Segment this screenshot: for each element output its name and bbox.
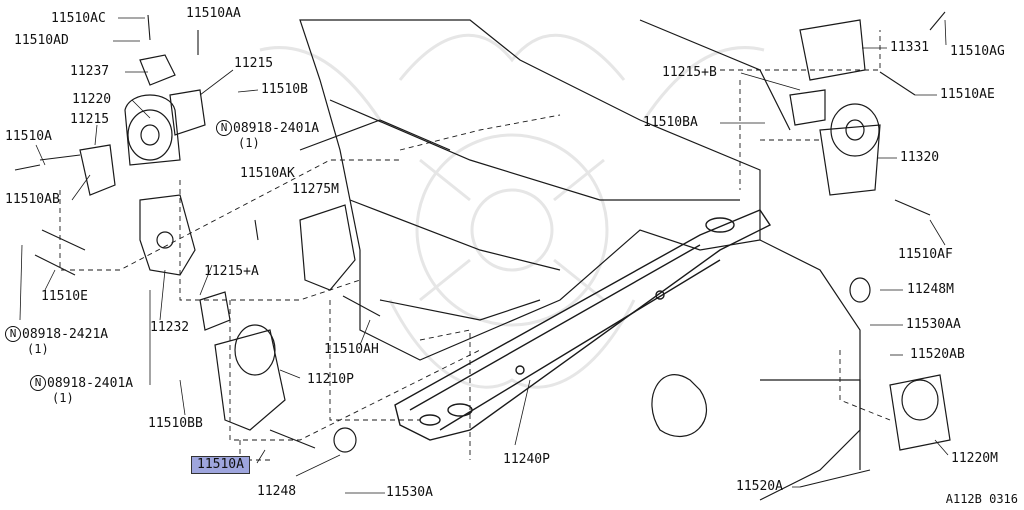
note-circle-n-icon: N bbox=[30, 375, 46, 391]
part-label-11510ba[interactable]: 11510BA bbox=[643, 115, 698, 130]
part-label-11510aa[interactable]: 11510AA bbox=[186, 6, 241, 21]
note-circle-n-icon: N bbox=[216, 120, 232, 136]
diagram-code: A112B 0316 bbox=[945, 492, 1018, 506]
part-label-11331[interactable]: 11331 bbox=[890, 40, 930, 55]
part-label-11215b[interactable]: 11215+B bbox=[662, 65, 717, 80]
part-label-11510e[interactable]: 11510E bbox=[41, 289, 88, 304]
part-label-11510ab[interactable]: 11510AB bbox=[5, 192, 60, 207]
part-label-11510bb[interactable]: 11510BB bbox=[148, 416, 203, 431]
part-label-11237[interactable]: 11237 bbox=[70, 64, 110, 79]
part-label-11240p[interactable]: 11240P bbox=[503, 452, 550, 467]
part-label-11215a[interactable]: 11215+A bbox=[204, 264, 259, 279]
note-quantity: (1) bbox=[52, 391, 74, 405]
part-label-11530aa[interactable]: 11530AA bbox=[906, 317, 961, 332]
part-label-11510b[interactable]: 11510B bbox=[261, 82, 308, 97]
part-label-11530a[interactable]: 11530A bbox=[386, 485, 433, 500]
part-label-11248m[interactable]: 11248M bbox=[907, 282, 954, 297]
part-label-11275m[interactable]: 11275M bbox=[292, 182, 339, 197]
engine-outline bbox=[299, 19, 861, 501]
note-circle-n-icon: N bbox=[5, 326, 21, 342]
leader-lines bbox=[19, 17, 949, 494]
crossmember-11240P bbox=[394, 209, 772, 441]
part-label-11510a-selected[interactable]: 11510A bbox=[191, 456, 250, 474]
left-mount-assembly bbox=[79, 54, 356, 431]
bolts bbox=[14, 11, 946, 488]
part-label-11510af[interactable]: 11510AF bbox=[898, 247, 953, 262]
part-label-11320[interactable]: 11320 bbox=[900, 150, 940, 165]
part-label-11510ah[interactable]: 11510AH bbox=[324, 342, 379, 357]
part-label-11220m[interactable]: 11220M bbox=[951, 451, 998, 466]
note-part-number: 08918-2401A bbox=[47, 376, 134, 391]
note-quantity: (1) bbox=[27, 342, 49, 356]
part-label-11520a[interactable]: 11520A bbox=[736, 479, 783, 494]
part-label-11220[interactable]: 11220 bbox=[72, 92, 112, 107]
part-label-11215-left[interactable]: 11215 bbox=[70, 112, 110, 127]
part-label-11520ab[interactable]: 11520AB bbox=[910, 347, 965, 362]
assembly-guide-lines bbox=[59, 30, 891, 461]
note-part-number: 08918-2401A bbox=[233, 121, 320, 136]
note-part-number: 08918-2421A bbox=[22, 327, 109, 342]
note-quantity: (1) bbox=[238, 136, 260, 150]
part-label-11210p[interactable]: 11210P bbox=[307, 372, 354, 387]
part-label-11510ae[interactable]: 11510AE bbox=[940, 87, 995, 102]
watermark-logo bbox=[259, 33, 765, 389]
part-label-11510ac[interactable]: 11510AC bbox=[51, 11, 106, 26]
part-label-11232[interactable]: 11232 bbox=[150, 320, 190, 335]
part-label-11510ag[interactable]: 11510AG bbox=[950, 44, 1005, 59]
part-label-11510a-left[interactable]: 11510A bbox=[5, 129, 52, 144]
part-label-11510ad[interactable]: 11510AD bbox=[14, 33, 69, 48]
part-label-11248[interactable]: 11248 bbox=[257, 484, 297, 499]
part-label-11215-top[interactable]: 11215 bbox=[234, 56, 274, 71]
part-label-11510ak[interactable]: 11510AK bbox=[240, 166, 295, 181]
